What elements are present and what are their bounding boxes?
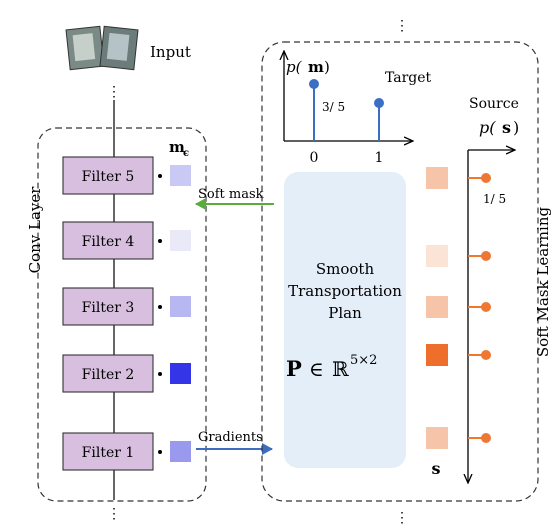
source-square bbox=[426, 296, 448, 318]
multiply-dot bbox=[158, 174, 162, 178]
target-tick-1: 1 bbox=[375, 150, 384, 166]
filter-label: Filter 2 bbox=[82, 367, 135, 383]
target-bar-point bbox=[374, 98, 384, 108]
conv-layer-box bbox=[37, 127, 207, 502]
source-point bbox=[481, 302, 491, 312]
source-square bbox=[426, 167, 448, 189]
multiply-dot bbox=[158, 372, 162, 376]
gradients-label: Gradients bbox=[198, 430, 263, 445]
plan-line-2: Transportation bbox=[288, 282, 402, 300]
conv-layer-title: Conv Layer bbox=[26, 186, 44, 274]
source-point bbox=[481, 173, 491, 183]
source-plot: Source p( s ) 1/ 5 bbox=[468, 96, 519, 482]
source-stems bbox=[468, 173, 491, 443]
plan-line-1: Smooth bbox=[316, 260, 375, 278]
target-bar-point bbox=[309, 79, 319, 89]
mask-symbol: m bbox=[169, 138, 185, 156]
filter-3: Filter 3 bbox=[62, 287, 191, 326]
source-axis-var: s bbox=[502, 118, 511, 137]
source-axis-p: p( bbox=[479, 118, 496, 137]
filter-label: Filter 3 bbox=[82, 300, 135, 316]
source-squares bbox=[426, 167, 448, 449]
mask-subscript: ϵ bbox=[183, 148, 189, 159]
soft-mask-learning-box bbox=[261, 41, 539, 502]
filter-2: Filter 2 bbox=[62, 354, 191, 393]
multiply-dot bbox=[158, 450, 162, 454]
filter-stack: Filter 5 Filter 4 Filter 3 Filter 2 Filter 1 bbox=[62, 156, 191, 471]
filter-label: Filter 4 bbox=[82, 234, 135, 250]
target-tick-0: 0 bbox=[310, 150, 319, 166]
filter-4: Filter 4 bbox=[62, 221, 191, 260]
mask-square bbox=[170, 230, 191, 251]
soft-mask-learning-title: Soft Mask Learning bbox=[534, 207, 552, 358]
formula-R: ℝ bbox=[332, 357, 349, 381]
formula-P: P bbox=[286, 356, 302, 381]
mask-square bbox=[170, 165, 191, 186]
mask-square bbox=[170, 363, 191, 384]
source-axis-close: ) bbox=[513, 118, 519, 137]
source-point bbox=[481, 350, 491, 360]
source-point bbox=[481, 433, 491, 443]
target-axis-p: p( bbox=[286, 58, 303, 76]
multiply-dot bbox=[158, 305, 162, 309]
formula-superscript: 5×2 bbox=[350, 353, 377, 368]
multiply-dot bbox=[158, 239, 162, 243]
filter-label: Filter 1 bbox=[82, 445, 135, 461]
source-point bbox=[481, 251, 491, 261]
transport-plan-box bbox=[284, 172, 406, 468]
target-bars bbox=[309, 79, 384, 141]
source-square bbox=[426, 245, 448, 267]
input-image-icons bbox=[65, 25, 139, 71]
source-value-label: 1/ 5 bbox=[483, 192, 506, 206]
soft-mask-label: Soft mask bbox=[198, 187, 264, 202]
mask-square bbox=[170, 441, 191, 462]
filter-1: Filter 1 bbox=[62, 432, 191, 471]
filter-box bbox=[62, 432, 154, 471]
source-square bbox=[426, 344, 448, 366]
target-label: Target bbox=[385, 70, 432, 86]
input-label: Input bbox=[150, 43, 191, 61]
ellipsis-top: ⋮ bbox=[107, 84, 121, 100]
source-square bbox=[426, 427, 448, 449]
ellipsis-bottom: ⋮ bbox=[107, 506, 121, 522]
target-axis-var: m bbox=[308, 58, 324, 76]
filter-box bbox=[62, 156, 154, 195]
ellipsis-right-top: ⋮ bbox=[395, 18, 409, 34]
source-label: Source bbox=[469, 96, 519, 112]
filter-box bbox=[62, 354, 154, 393]
target-axis-close: ) bbox=[324, 58, 330, 76]
mask-square bbox=[170, 296, 191, 317]
filter-box bbox=[62, 287, 154, 326]
filter-5: Filter 5 bbox=[62, 156, 191, 195]
filter-label: Filter 5 bbox=[82, 169, 135, 185]
formula-in: ∈ bbox=[309, 357, 324, 381]
ellipsis-right-bottom: ⋮ bbox=[395, 510, 409, 526]
plan-line-3: Plan bbox=[328, 304, 362, 322]
target-value-label: 3/ 5 bbox=[322, 100, 345, 114]
target-plot: p( m ) Target 3/ 5 0 1 bbox=[284, 52, 432, 166]
source-s-label: s bbox=[431, 459, 440, 478]
filter-box bbox=[62, 221, 154, 260]
